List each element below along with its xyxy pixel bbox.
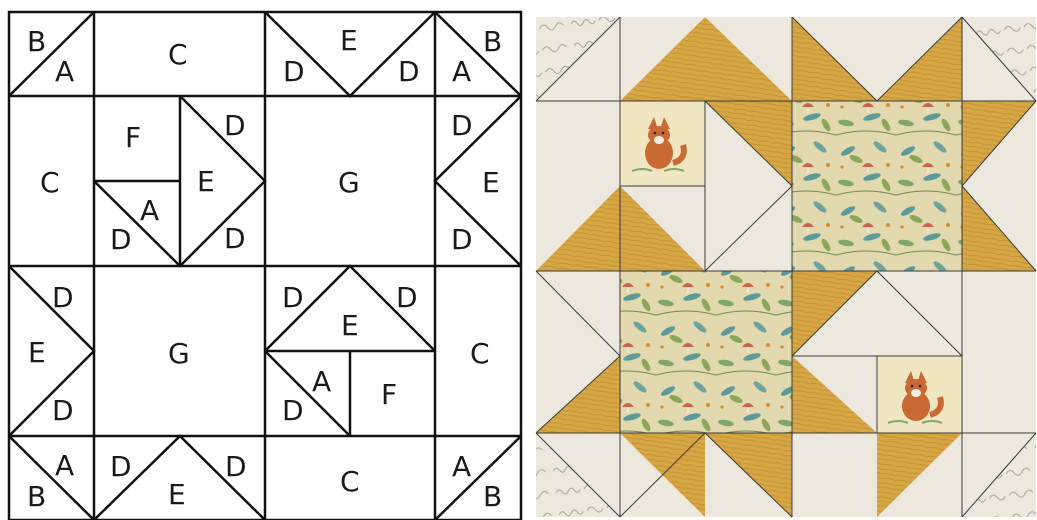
- label-b: B: [483, 480, 502, 513]
- label-e: E: [341, 309, 359, 342]
- label-d: D: [283, 55, 305, 88]
- label-d: D: [282, 394, 304, 427]
- label-d: D: [396, 281, 418, 314]
- label-d: D: [224, 222, 246, 255]
- floral-square-top-right: [792, 101, 962, 271]
- label-c: C: [40, 166, 60, 199]
- label-e: E: [340, 24, 358, 57]
- label-c: C: [470, 337, 490, 370]
- floral-square-bottom-left: [620, 271, 792, 433]
- quilt-block-preview: [536, 17, 1036, 517]
- label-g: G: [338, 166, 360, 199]
- label-b: B: [483, 25, 502, 58]
- label-d: D: [52, 281, 74, 314]
- label-e: E: [168, 478, 186, 511]
- label-d: D: [451, 109, 473, 142]
- label-c: C: [340, 465, 360, 498]
- label-f: F: [125, 121, 141, 154]
- label-d: D: [52, 394, 74, 427]
- label-e: E: [482, 166, 500, 199]
- label-d: D: [110, 450, 132, 483]
- fox-square-bottom: [877, 356, 962, 433]
- label-b: B: [27, 480, 46, 513]
- label-a: A: [312, 365, 331, 398]
- label-d: D: [224, 109, 246, 142]
- label-d: D: [282, 281, 304, 314]
- label-g: G: [168, 337, 190, 370]
- label-d: D: [398, 55, 420, 88]
- label-d: D: [451, 223, 473, 256]
- label-d: D: [110, 223, 132, 256]
- label-c: C: [168, 38, 188, 71]
- label-f: F: [381, 378, 397, 411]
- label-a: A: [452, 450, 471, 483]
- block-diagram: B A C D E D A B C F A D E D D G D E D D …: [9, 12, 521, 520]
- fox-square-top: [620, 101, 705, 186]
- label-a: A: [140, 194, 159, 227]
- label-b: B: [27, 25, 46, 58]
- label-e: E: [197, 165, 215, 198]
- label-d: D: [225, 450, 247, 483]
- label-e: E: [28, 336, 46, 369]
- label-a: A: [452, 55, 471, 88]
- label-a: A: [55, 55, 74, 88]
- label-a: A: [55, 449, 74, 482]
